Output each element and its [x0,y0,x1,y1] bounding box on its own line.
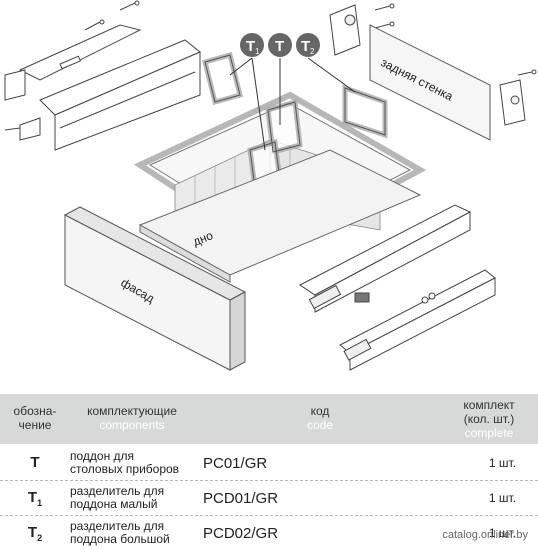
header-kit: комплект (кол. шт.) complete [463,398,515,440]
header-components: комплектующие components [87,404,177,432]
spec-table: обозна- чение комплектующие components к… [0,394,538,550]
svg-text:1: 1 [255,47,260,56]
table-row: T поддон для столовых приборов PC01/GR 1… [0,446,538,481]
row-symbol: T [30,454,40,471]
header-designation: обозна- чение [13,404,57,432]
row-description: поддон для столовых приборов [70,449,180,476]
svg-text:T: T [275,38,284,55]
row-symbol: T2 [27,524,43,543]
table-header: обозна- чение комплектующие components к… [0,394,538,444]
row-quantity: 1 шт. [488,456,516,470]
front-panel: фасад [63,206,247,371]
right-drawer-runners [299,204,496,371]
callout-t1: T 1 [240,33,264,57]
left-drawer-side-rail [4,0,201,151]
bottom-panel: дно [138,149,422,283]
row-code: PCD02/GR [203,525,279,542]
row-description: разделитель для поддона большой [70,519,170,546]
back-wall-panel: задняя стенка [369,24,491,141]
row-quantity: 1 шт. [488,526,516,540]
table-row: T2 разделитель для поддона большой PCD02… [0,516,538,550]
drawer-assembly-illustration: задняя стенка [4,0,537,371]
back-wall-brackets [329,3,537,126]
row-description: разделитель для поддона малый [70,484,165,511]
callout-t: T [268,33,292,57]
row-code: PC01/GR [203,455,268,472]
table-row: T1 разделитель для поддона малый PCD01/G… [0,481,538,516]
header-code: код code [306,404,334,432]
row-code: PCD01/GR [203,490,279,507]
svg-text:T: T [301,38,310,55]
svg-text:2: 2 [310,47,315,56]
callout-t2: T 2 [296,33,320,57]
watermark: catalog.onliner.by [442,529,528,541]
row-quantity: 1 шт. [488,491,516,505]
svg-text:T: T [246,38,255,55]
row-symbol: T1 [27,489,43,508]
